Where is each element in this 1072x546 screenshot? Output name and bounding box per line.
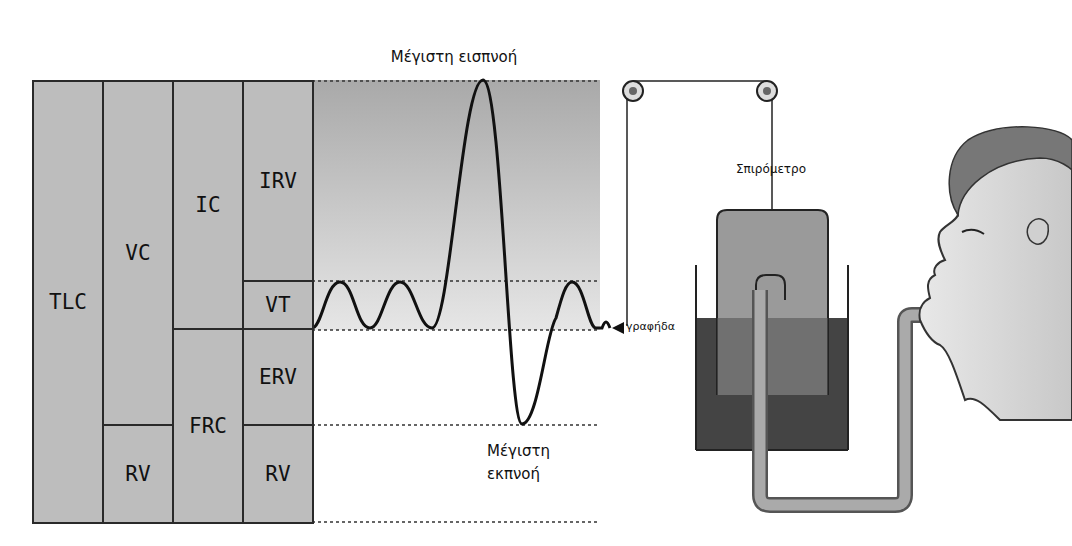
inspiratory-capacity-box: IC (172, 80, 244, 330)
tidal-volume-box: VT (242, 280, 314, 330)
inspiratory-reserve-box: IRV (242, 80, 314, 282)
volume-label: ERV (259, 365, 297, 389)
volume-label: RV (125, 462, 150, 486)
functional-residual-capacity-box: FRC (172, 328, 244, 524)
vital-capacity-box: VC (102, 80, 174, 426)
volume-label: IC (195, 193, 220, 217)
volume-label: FRC (189, 414, 227, 438)
max-inspiration-label: Μέγιστη εισπνοή (391, 48, 518, 66)
pen-label: γραφήδα (626, 320, 675, 333)
residual-volume-box: RV (102, 424, 174, 524)
volume-label: TLC (49, 290, 87, 314)
expiratory-reserve-box: ERV (242, 328, 314, 426)
spirometer (623, 81, 925, 505)
max-expiration-label: Μέγιστη εκπνοή (487, 440, 557, 485)
spirometer-label: Σπιρόμετρο (736, 162, 806, 176)
residual-volume-box: RV (242, 424, 314, 524)
total-lung-capacity-box: TLC (32, 80, 104, 524)
volume-label: IRV (259, 169, 297, 193)
pen-tip (612, 322, 624, 334)
person-head (919, 127, 1072, 420)
volume-label: RV (265, 462, 290, 486)
spirogram-curve (312, 80, 610, 424)
volume-label: VT (265, 293, 290, 317)
volume-label: VC (125, 241, 150, 265)
